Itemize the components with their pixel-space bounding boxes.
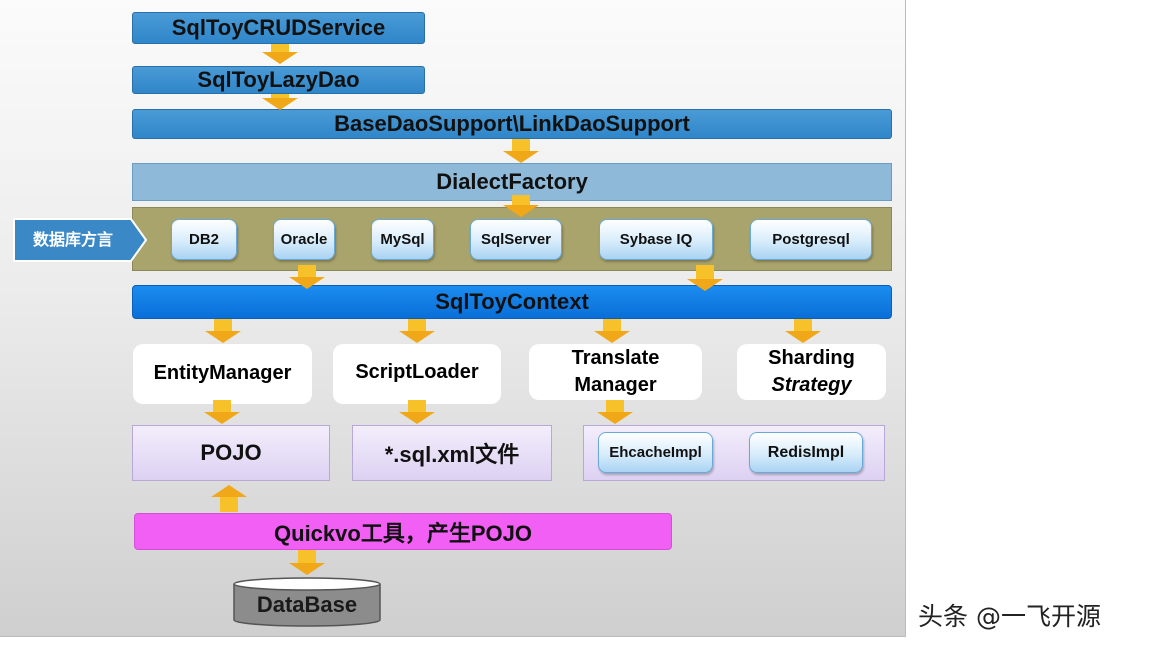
pojo-box: POJO (132, 425, 330, 481)
arrow-head (289, 277, 325, 289)
arrow-head (687, 279, 723, 291)
arrow-head (262, 52, 298, 64)
arrow-stem (603, 319, 621, 331)
translate-manager-line2: Manager (574, 374, 657, 396)
db-chip-postgresql: Postgresql (750, 219, 872, 260)
arrow-head (597, 412, 633, 424)
entity-manager-box: EntityManager (133, 344, 312, 404)
lazy-dao-bar: SqlToyLazyDao (132, 66, 425, 94)
arrow-stem (271, 44, 289, 52)
db-chip-db2: DB2 (171, 219, 237, 260)
watermark-text: 头条 @一飞开源 (918, 602, 1101, 631)
db-chip-mysql: MySql (371, 219, 434, 260)
arrow-head (503, 151, 539, 163)
arrow-head (205, 331, 241, 343)
arrow-head (594, 331, 630, 343)
arrow-head (204, 412, 240, 424)
redis-impl-chip: RedisImpl (749, 432, 863, 473)
sharding-strategy-box: Sharding Strategy (737, 344, 886, 400)
arrow-head (289, 563, 325, 575)
sharding-strategy-line2: Strategy (771, 374, 852, 396)
base-dao-bar: BaseDaoSupport\LinkDaoSupport (132, 109, 892, 139)
arrow-stem (512, 195, 530, 205)
arrow-stem (213, 400, 231, 412)
arrow-stem (298, 550, 316, 563)
db-chip-sqlserver: SqlServer (470, 219, 562, 260)
sql-xml-box: *.sql.xml文件 (352, 425, 552, 481)
arrow-head (399, 331, 435, 343)
arrow-head (399, 412, 435, 424)
sqltoy-context-bar: SqlToyContext (132, 285, 892, 319)
script-loader-box: ScriptLoader (333, 344, 501, 404)
arrow-stem (696, 265, 714, 279)
crud-service-bar: SqlToyCRUDService (132, 12, 425, 44)
arrow-head (785, 331, 821, 343)
database-dialect-label: 数据库方言 (33, 230, 113, 249)
quickvo-tool-bar: Quickvo工具，产生POJO (134, 513, 672, 550)
translate-manager-box: Translate Manager (529, 344, 702, 400)
arrow-stem (271, 94, 289, 98)
database-label: DataBase (257, 592, 357, 617)
arrow-stem (512, 139, 530, 151)
arrow-head (262, 98, 298, 110)
arrow-head (503, 205, 539, 217)
translate-manager-line1: Translate (571, 347, 660, 369)
arrow-stem (220, 497, 238, 512)
entity-manager-label: EntityManager (153, 362, 292, 384)
dialect-factory-bar: DialectFactory (132, 163, 892, 201)
arrow-stem (408, 400, 426, 412)
arrow-stem (408, 319, 426, 331)
database-cylinder: DataBase (233, 577, 381, 627)
db-chip-oracle: Oracle (273, 219, 335, 260)
db-chip-sybase: Sybase IQ (599, 219, 713, 260)
sharding-strategy-line1: Sharding (768, 347, 855, 369)
arrow-head (211, 485, 247, 497)
ehcache-impl-chip: EhcacheImpl (598, 432, 713, 473)
arrow-stem (606, 400, 624, 412)
arrow-stem (214, 319, 232, 331)
database-dialect-tag: 数据库方言 (13, 218, 147, 262)
arrow-stem (794, 319, 812, 331)
arrow-stem (298, 265, 316, 277)
script-loader-label: ScriptLoader (355, 361, 479, 383)
